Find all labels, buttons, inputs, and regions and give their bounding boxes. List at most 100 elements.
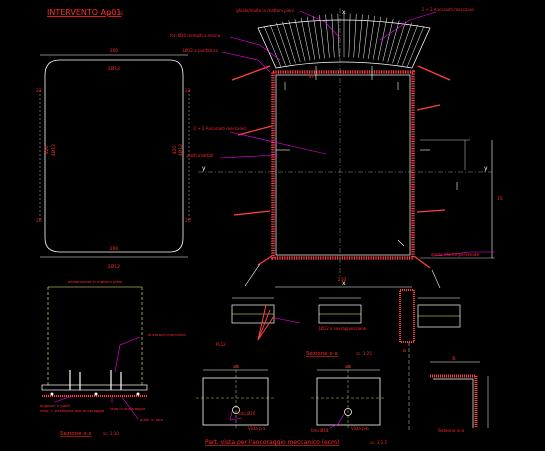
right-section [408, 342, 489, 432]
drawing-scale: sc. 1:20 [107, 11, 123, 16]
detail-dot-1 [50, 392, 54, 396]
arch-hatch-line [257, 27, 277, 69]
arch-hatch-line [319, 14, 325, 59]
elevation-labels: 200 2Ø12 200 2Ø12 420 4Ø12 420 4Ø12 22 2… [36, 48, 191, 270]
detail-title: Sezione x-x [60, 431, 93, 437]
arch-hatch-line [276, 23, 291, 65]
fan-1 [257, 304, 267, 341]
section-inner-outline [275, 74, 411, 256]
detail-scale: sc. 1:10 [103, 431, 119, 436]
anchor-left-top [231, 65, 271, 81]
elev-bar-bottom: 2Ø12 [108, 263, 120, 270]
plates-title: Part. vista per l'ancoraggio meccanico (… [205, 439, 339, 446]
leader-anchor-top [379, 11, 437, 41]
leader-fori [229, 36, 281, 61]
arch-hatch-line [282, 21, 296, 64]
section-hatch-border [271, 70, 415, 260]
label-anchor-mid: 2 + 2 Ancoranti meccanici [194, 126, 247, 131]
elev-dim-top: 200 [110, 48, 119, 54]
mid-leader [274, 317, 301, 324]
main-section [198, 8, 495, 289]
mid-label-connection: 1Ø12 a sovrapposizione [318, 326, 367, 331]
mid-section-labels: PL12 1Ø12 a sovrapposizione Sezione x-x … [216, 326, 372, 357]
right-outline [433, 378, 474, 428]
fan-3 [257, 315, 275, 341]
right-hatch [430, 374, 478, 428]
plate-2-hole [344, 408, 352, 416]
detail-leader-1 [54, 395, 73, 403]
plates-views [196, 365, 386, 430]
plate-2-label: foro Ø18 [311, 428, 329, 433]
detail-base-plate [41, 384, 148, 391]
arch-hatch-line [392, 21, 406, 64]
plate-2-leader [329, 413, 345, 429]
label-piatti: piatti iniettati [186, 153, 213, 158]
plate-1-sub: Vista p-a [248, 426, 266, 431]
detail-connectors [69, 370, 122, 390]
label-arc: ghiale/malte in mattoni pieni [236, 8, 294, 13]
detail-leaders [54, 336, 141, 420]
plate-2-dim-label: a/b [345, 364, 352, 369]
label-x-bottom: x [342, 280, 346, 287]
detail-label-anchor: Ancoranti meccanici [148, 332, 187, 337]
anchor-left-mid [237, 125, 273, 136]
elev-mark-right-bottom: 20 [185, 218, 191, 224]
right-label-a-top: a [403, 348, 406, 354]
plates-scale: sc. 1:2.5 [370, 440, 388, 445]
label-dim-bottom: 210 [338, 277, 347, 283]
anchor-left-low [233, 210, 271, 216]
right-section-labels: a b Sezione a-a [403, 348, 464, 434]
detail-label-riemp: stop. 1 strategica lato ancoraggio [40, 408, 105, 413]
anchor-markers [276, 66, 458, 247]
label-x-top: x [342, 9, 346, 16]
anchor-bottom-right [413, 255, 431, 269]
plates-labels: a/b foro Ø20 Vista p-a a/b foro Ø18 Vist… [205, 364, 388, 446]
right-label-b: b [452, 356, 455, 362]
detail-section [41, 286, 148, 420]
right-title: Sezione a-a [438, 428, 464, 434]
mid-hatch-block [399, 289, 415, 343]
plate-2 [316, 377, 381, 426]
anchor-bottom-left [257, 255, 273, 266]
plate-1 [202, 377, 269, 426]
arch-hatch-line [306, 16, 316, 60]
leader-piatti [219, 154, 279, 159]
label-bars-top: 1Ø12 a puntatura [182, 48, 218, 53]
elev-dim-bottom: 200 [110, 246, 119, 252]
arch-hatch-line [387, 20, 400, 63]
mid-section [231, 289, 461, 343]
anchor-right-top [417, 65, 451, 81]
marker-7 [397, 239, 405, 247]
label-y-right: y [484, 165, 488, 172]
elev-bar-left: 4Ø12 [50, 144, 57, 156]
arch-hatch-line [358, 14, 363, 58]
arch-hatch [257, 13, 431, 69]
title-block: INTERVENTO Ap01 sc. 1:20 [47, 8, 123, 17]
leader-bars [221, 51, 271, 73]
elev-bar-right: 4Ø12 [177, 144, 184, 156]
arch-hatch-line [377, 17, 388, 61]
arch-hatch-line [363, 14, 369, 59]
mid-scale: sc. 1:25 [356, 351, 372, 356]
plate-2-sub: Vista p-b [351, 426, 369, 431]
leader-anchor-mid [229, 131, 327, 155]
arch-hatch-line [288, 20, 301, 63]
plate-1-hole [232, 406, 240, 414]
arch-hatch-line [368, 15, 375, 59]
arch-hatch-line [372, 16, 382, 60]
elev-dim-right: 420 [172, 146, 178, 155]
leader-quota [434, 251, 495, 257]
label-anchor-top: 2 + 2 Ancoranti meccanici [422, 7, 475, 12]
anchor-leader-bl [244, 263, 261, 287]
arch-hatch-line [397, 23, 412, 65]
detail-section-labels: pilotalvanda in mattoni pieni Ancoranti … [40, 279, 186, 437]
main-section-labels: ghiale/malte in mattoni pieni x x y y 2 … [170, 7, 503, 287]
arch-hatch-line [313, 15, 320, 59]
arch-hatch-line [353, 13, 357, 58]
arch-hatch-line [270, 24, 286, 66]
drawing-title: INTERVENTO Ap01 [47, 8, 121, 17]
elev-mark-left-top: 22 [36, 88, 42, 94]
mid-title: Sezione x-x [306, 351, 339, 357]
label-y-left: y [202, 165, 206, 172]
